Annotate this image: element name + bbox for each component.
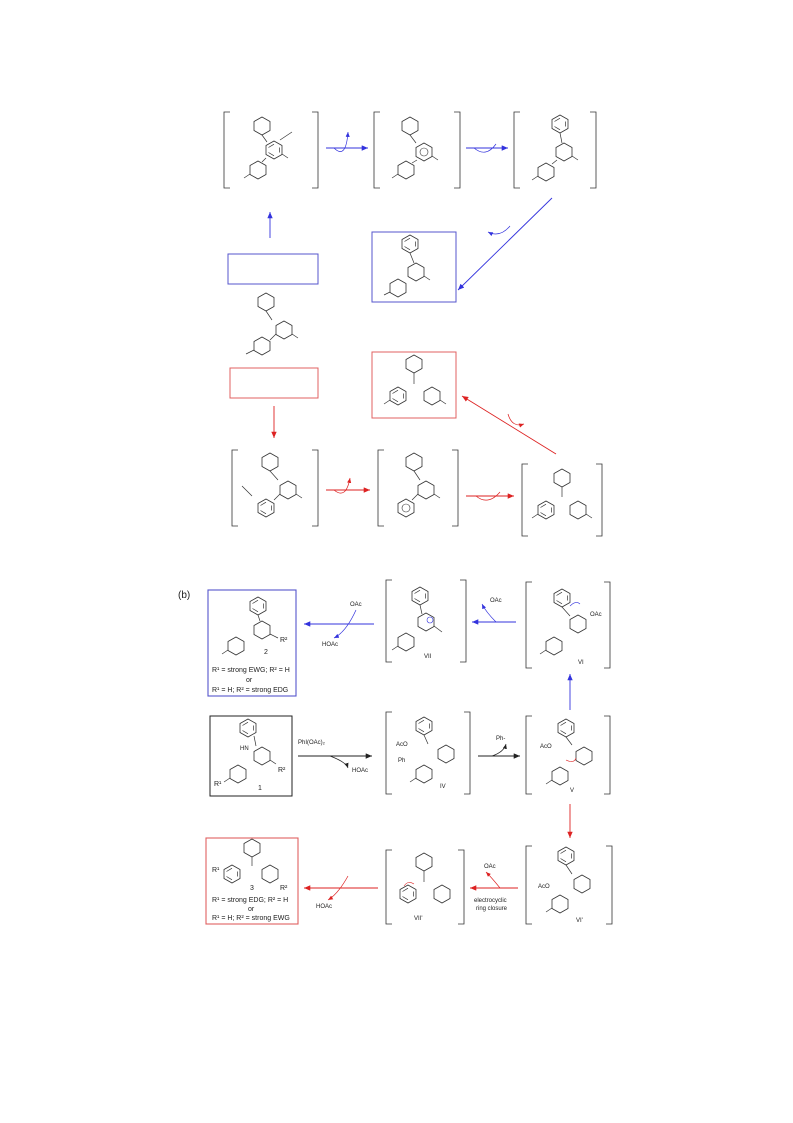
- iv-ph: Ph: [398, 758, 405, 764]
- product-3-cond2: R¹ = H; R² = strong EWG: [212, 915, 290, 922]
- blue-curve-a2: [473, 143, 497, 153]
- blue-curve-a3: [487, 225, 511, 237]
- v-label: V: [570, 788, 574, 794]
- red-curve-a3: [507, 413, 525, 428]
- structure-vii: [391, 586, 443, 652]
- product-2-cond1: R¹ = strong EWG; R² = H: [212, 667, 290, 674]
- red-label-box: [229, 367, 319, 399]
- product-3-structure: [223, 838, 279, 884]
- bracket-vii-prime: [385, 849, 465, 925]
- red-product-box-a: [371, 351, 457, 419]
- ring-closure-1: electrocyclic: [474, 898, 507, 904]
- oac-vi: OAc: [490, 598, 502, 604]
- bracket-vi: [525, 581, 611, 669]
- red-bracket-1: [231, 449, 319, 527]
- start-nh: HN: [240, 746, 249, 752]
- product-2-label: 2: [264, 649, 268, 656]
- molecule-a6: [531, 468, 593, 520]
- blue-product-box-a: [371, 231, 457, 303]
- v-aco: AcO: [540, 744, 552, 750]
- curve-vi-to-vii: [481, 603, 497, 623]
- red-curve-a2: [475, 491, 501, 501]
- oac-vi-2: OAc: [590, 612, 602, 618]
- molecule-a-product: [383, 234, 431, 298]
- product-2-cond2: R¹ = H; R² = strong EDG: [212, 687, 288, 694]
- product-2-r2: R²: [280, 637, 288, 644]
- product-2-structure: [221, 596, 279, 656]
- molecule-a-red-product: [383, 354, 447, 406]
- oac-top: OAc: [350, 602, 362, 608]
- blue-bracket-2: [373, 111, 461, 189]
- structure-vi-prime: [545, 846, 591, 914]
- structure-iv: [409, 716, 455, 784]
- curve-iv-to-v: [491, 743, 507, 757]
- reagent-piida: PhI(OAc)₂: [298, 740, 326, 746]
- start-r1: R¹: [214, 781, 222, 788]
- curve-1-to-iv: [329, 755, 349, 769]
- start-label: 1: [258, 785, 262, 792]
- blue-label-box: [227, 253, 319, 285]
- byproduct-hoac: HOAc: [352, 768, 368, 774]
- red-arrow-a3: [461, 395, 557, 455]
- molecule-a5: [397, 452, 441, 518]
- bracket-v: [525, 715, 611, 795]
- loss-ph: Ph-: [496, 736, 505, 742]
- red-bracket-3: [521, 463, 603, 537]
- ring-closure-2: ring closure: [476, 906, 508, 912]
- vi-label: VI: [578, 660, 584, 666]
- bracket-vi-prime: [525, 845, 613, 925]
- product-3-box: [205, 837, 299, 925]
- start-r2: R²: [278, 767, 286, 774]
- molecule-a4: [241, 452, 303, 518]
- vii-label: VII: [424, 654, 432, 660]
- molecule-a1: [243, 116, 293, 180]
- product-3-r1: R¹: [212, 867, 220, 874]
- start-compound-box: [209, 715, 293, 797]
- scheme-a: [223, 111, 603, 537]
- molecule-a3: [531, 114, 579, 182]
- curve-vii-prime-to-3: [327, 875, 349, 901]
- product-2-or: or: [246, 677, 253, 684]
- structure-vi: [539, 588, 587, 656]
- vi-prime-label: VI': [576, 918, 583, 924]
- vi-prime-aco: AcO: [538, 884, 550, 890]
- structure-v: [545, 718, 593, 786]
- bracket-iv: [385, 711, 471, 795]
- molecule-a-start: [245, 292, 299, 356]
- curve-vi-prime: [485, 871, 501, 889]
- oac-bottom: OAc: [484, 864, 496, 870]
- iv-label: IV: [440, 784, 446, 790]
- product-3-r2: R²: [280, 885, 288, 892]
- product-3-or: or: [248, 906, 255, 913]
- molecule-a2: [391, 116, 439, 180]
- red-bracket-2: [377, 449, 459, 527]
- blue-arrow-a3: [457, 197, 553, 291]
- hoac-bottom: HOAc: [316, 904, 332, 910]
- red-curve-a1: [333, 477, 352, 494]
- curve-vii-to-2: [333, 609, 357, 639]
- vii-prime-label: VII': [414, 916, 422, 922]
- structure-vii-prime: [399, 852, 451, 904]
- bracket-vii: [385, 579, 467, 663]
- part-label-b: (b): [178, 590, 190, 601]
- product-2-box: [207, 589, 297, 697]
- product-3-label: 3: [250, 885, 254, 892]
- blue-curve-a1: [333, 131, 350, 152]
- iv-aco: AcO: [396, 742, 408, 748]
- product-3-cond1: R¹ = strong EDG; R² = H: [212, 897, 288, 904]
- blue-bracket-3: [513, 111, 597, 189]
- blue-bracket-1: [223, 111, 319, 189]
- hoac-top: HOAc: [322, 642, 338, 648]
- start-compound-structure: [223, 718, 277, 784]
